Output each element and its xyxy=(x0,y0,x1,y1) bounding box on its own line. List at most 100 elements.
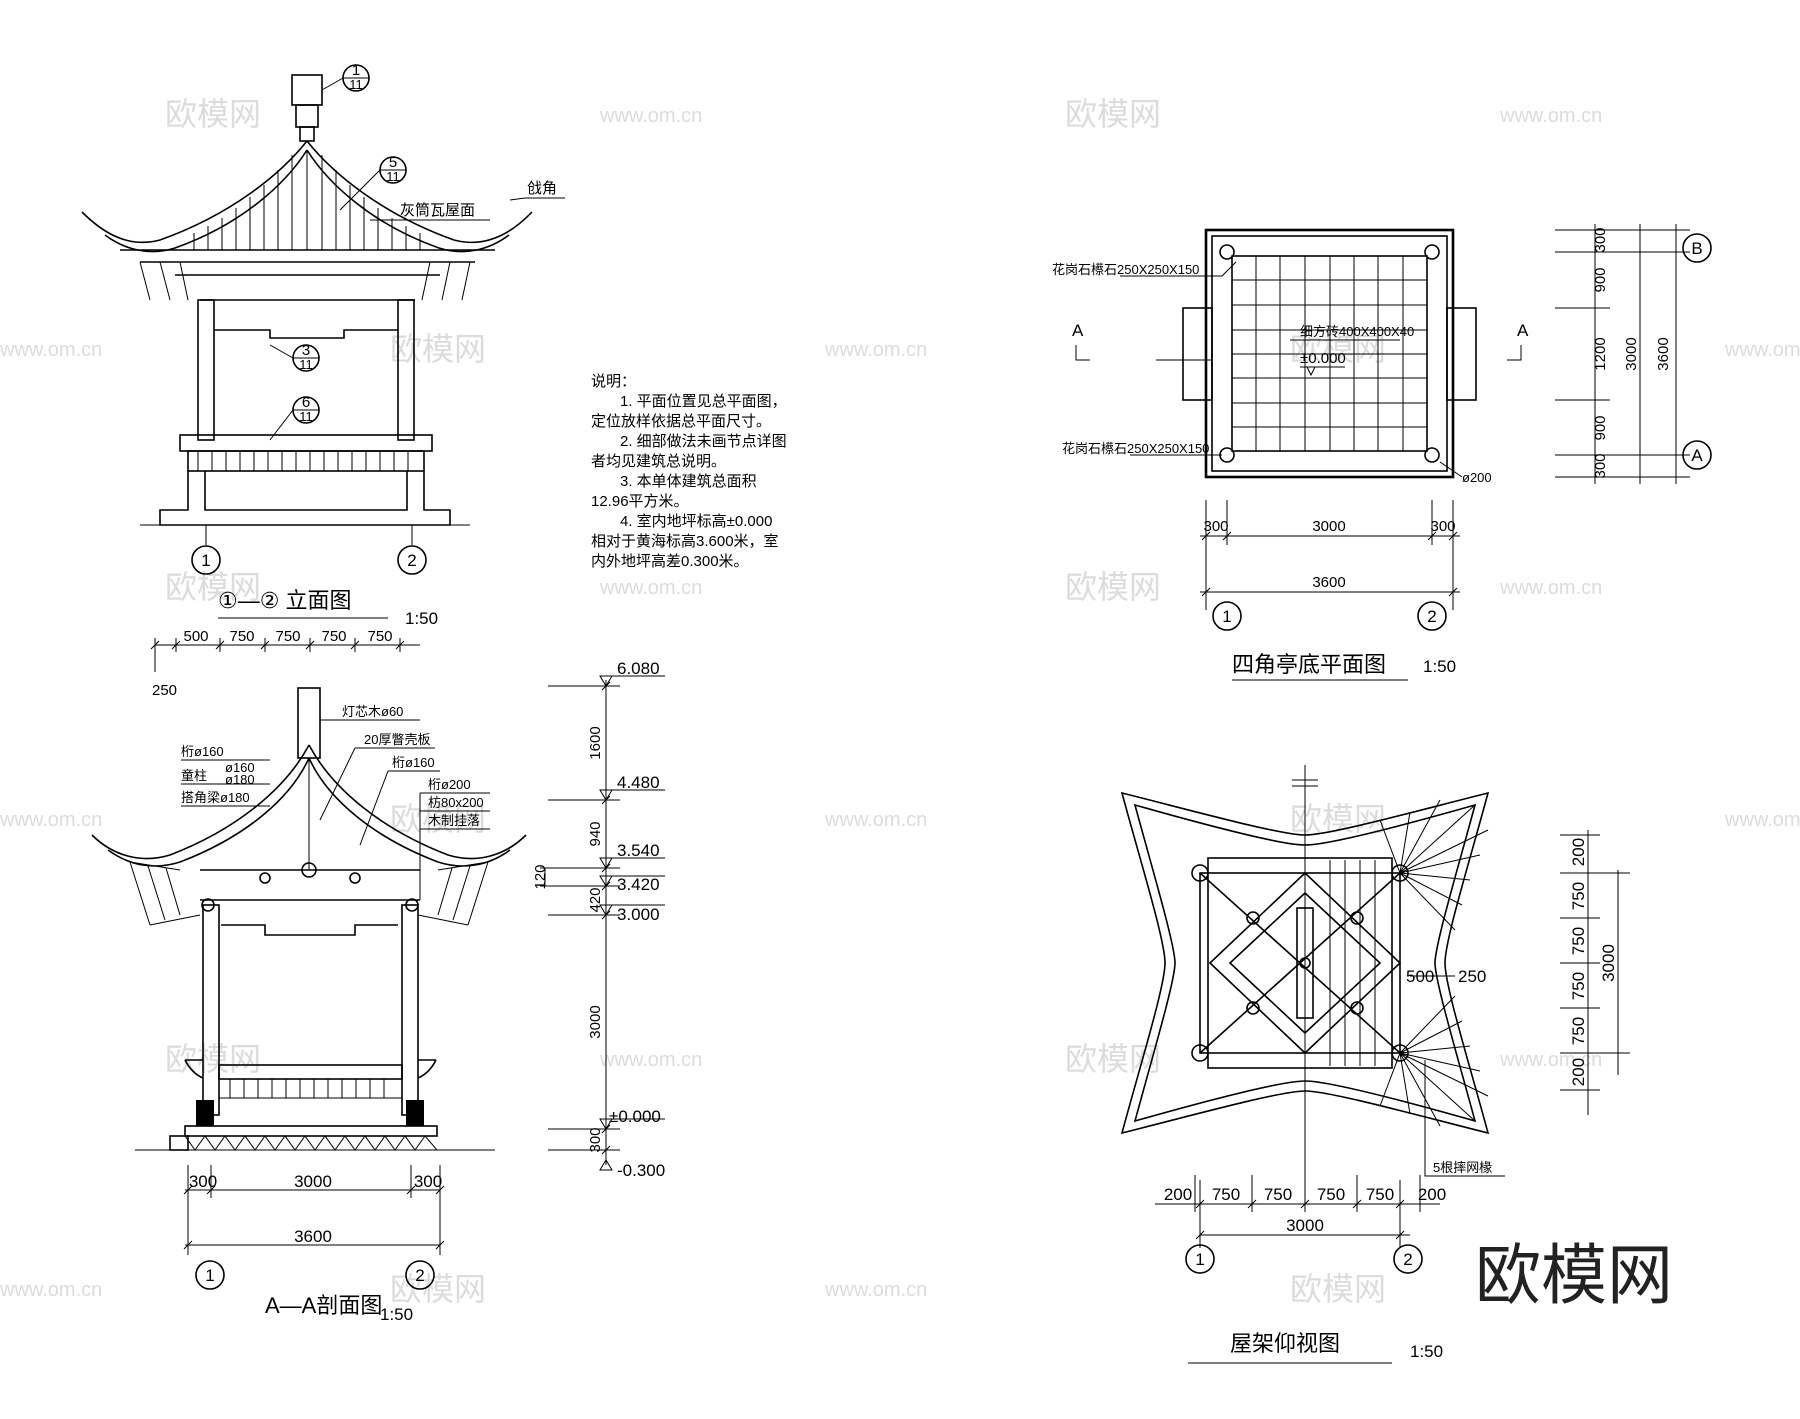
purlin-circle xyxy=(259,872,271,884)
section-dims-bottom xyxy=(183,1165,445,1255)
elevation-scale: 1:50 xyxy=(405,609,438,628)
note-line: 4. 室内地坪标高±0.000 xyxy=(620,513,772,530)
dim-text: 300 xyxy=(1430,518,1455,535)
svg-text:11: 11 xyxy=(299,357,313,372)
detail-callout-rail: 6 11 xyxy=(269,394,320,441)
purlin-circle xyxy=(349,872,361,884)
column-base xyxy=(1424,447,1440,463)
detail-callout-roof: 5 11 xyxy=(339,154,407,211)
section-roof-left xyxy=(91,744,310,860)
axis-bubble xyxy=(397,545,427,575)
section-scale: 1:50 xyxy=(380,1305,413,1324)
finial-cap xyxy=(291,74,323,106)
axis-bubble xyxy=(1682,440,1712,470)
roof-tiles xyxy=(193,150,421,250)
leader xyxy=(359,770,440,846)
watermark: 欧模网 xyxy=(1065,569,1161,605)
dim-text: 300 xyxy=(1592,453,1609,478)
dim-text: 200 xyxy=(1569,838,1588,866)
dim-text: 250 xyxy=(152,682,177,699)
level-text: 3.420 xyxy=(617,875,660,894)
note-line: 12.96平方米。 xyxy=(591,493,689,510)
axis-label: 1 xyxy=(1222,607,1231,626)
watermark: www.om.cn xyxy=(1499,1049,1602,1071)
svg-text:11: 11 xyxy=(349,77,363,92)
dim-text: 300 xyxy=(1592,227,1609,252)
watermark: www.om.cn xyxy=(1499,105,1602,127)
step-block xyxy=(169,1135,189,1151)
note-line: 定位放样依据总平面尺寸。 xyxy=(591,413,771,430)
finial-base xyxy=(299,126,315,142)
dim-text: 3600 xyxy=(1655,337,1672,370)
column-base xyxy=(1219,244,1235,260)
roof-plan-scale: 1:50 xyxy=(1410,1342,1443,1361)
watermark: www.om.cn xyxy=(1499,577,1602,599)
watermark: 欧模网 xyxy=(390,1271,486,1307)
label-corner: 戗角 xyxy=(527,180,557,197)
dim-text: 500 xyxy=(183,628,208,645)
dim-text: 300 xyxy=(189,1172,217,1191)
axis-label: 2 xyxy=(415,1266,424,1285)
dim-text: 750 xyxy=(367,628,392,645)
section-mark: A xyxy=(1072,321,1084,340)
dim-text: 1600 xyxy=(587,726,604,759)
dim-text: 3000 xyxy=(1286,1216,1324,1235)
wall-hatch-right xyxy=(406,1100,424,1126)
axis-bubble xyxy=(1212,601,1242,631)
frame-diamond-inner xyxy=(1228,891,1382,1035)
gravel-hatch xyxy=(184,1135,438,1151)
purlin-node xyxy=(1350,1001,1364,1015)
lamp-post xyxy=(297,687,321,759)
label-roof-tile: 灰筒瓦屋面 xyxy=(400,202,475,219)
column-base xyxy=(1424,244,1440,260)
axis-bubble xyxy=(195,1260,225,1290)
note-line: 者均见建筑总说明。 xyxy=(591,453,726,470)
dim-text: 900 xyxy=(1592,415,1609,440)
note-line: 1. 平面位置见总平面图， xyxy=(620,393,787,410)
step-right xyxy=(1446,307,1477,401)
axis-bubble xyxy=(405,1260,435,1290)
dim-text: 750 xyxy=(1212,1185,1240,1204)
column-base xyxy=(1219,447,1235,463)
watermark: 欧模网 xyxy=(1065,96,1161,132)
column-node xyxy=(1391,864,1409,882)
watermark: www.om.cn xyxy=(1724,809,1800,831)
platform-inner xyxy=(204,471,408,511)
watermark: www.om.cn xyxy=(824,1279,927,1301)
frame-diamond xyxy=(1208,871,1402,1055)
plan-dims-right xyxy=(1555,224,1690,484)
dim-text: 200 xyxy=(1569,1058,1588,1086)
section-mark: A xyxy=(1517,321,1529,340)
watermark: www.om.cn xyxy=(599,577,702,599)
label-purlin200: 桁ø200 xyxy=(428,777,471,792)
svg-text:11: 11 xyxy=(386,169,400,184)
dim-text: 300 xyxy=(587,1127,604,1152)
dim-text: 1200 xyxy=(1592,337,1609,370)
watermark: 欧模网 xyxy=(1290,1271,1386,1307)
roof-outline-right xyxy=(306,140,533,244)
dim-text: 750 xyxy=(1264,1185,1292,1204)
dim-text: 300 xyxy=(1203,518,1228,535)
level-text: 6.080 xyxy=(617,659,660,678)
section-dims-vertical xyxy=(540,680,620,1165)
roof-plan-title: 屋架仰视图 xyxy=(1230,1331,1340,1356)
level-marks xyxy=(599,675,665,1171)
rafters xyxy=(1329,799,1489,1127)
plan-scale: 1:50 xyxy=(1423,657,1456,676)
watermark-layer: 欧模网 www.om.cn 欧模网 www.om.cn www.om.cn 欧模… xyxy=(0,96,1800,1307)
dim-text: 420 xyxy=(587,887,604,912)
dim-text: 750 xyxy=(1317,1185,1345,1204)
watermark: www.om.cn xyxy=(599,1049,702,1071)
axis-label: 2 xyxy=(1403,1250,1412,1269)
elevation-drawing: 1 2 1 11 5 11 3 11 6 11 灰筒瓦屋面 xyxy=(81,62,565,628)
notes-heading: 说明： xyxy=(591,373,636,390)
watermark: 欧模网 xyxy=(1065,1041,1161,1077)
dim-text: 200 xyxy=(1164,1185,1192,1204)
label-board: 20厚瞥壳板 xyxy=(364,732,430,747)
king-post-node xyxy=(1299,957,1311,969)
leader xyxy=(1424,1060,1505,1177)
roof-dims-bottom xyxy=(1155,1175,1440,1248)
dim-text: 3000 xyxy=(1599,944,1618,982)
note-line: 相对于黄海标高3.600米，室 xyxy=(591,533,779,550)
dim-text: 750 xyxy=(1569,1017,1588,1045)
